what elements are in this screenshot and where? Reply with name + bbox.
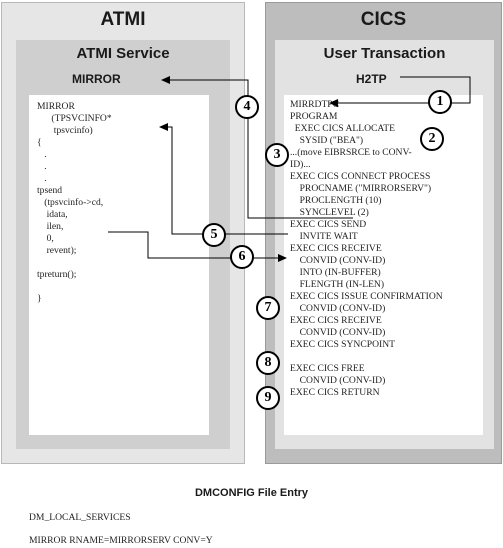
cics-code-line: EXEC CICS ISSUE CONFIRMATION xyxy=(290,291,443,302)
cics-code-line: CONVID (CONV-ID) xyxy=(290,375,386,386)
cics-code-line: MIRRDTPC xyxy=(290,99,340,110)
atmi-code-line: MIRROR xyxy=(37,101,75,112)
atmi-service-title: ATMI Service xyxy=(76,45,170,62)
step-marker-9: 9 xyxy=(256,386,280,410)
cics-code-line: CONVID (CONV-ID) xyxy=(290,255,386,266)
atmi-code-line: idata, xyxy=(37,209,68,220)
cics-code-line: PROCLENGTH (10) xyxy=(290,195,382,206)
step-marker-2: 2 xyxy=(420,127,444,151)
cics-code-line: PROCNAME ("MIRRORSERV") xyxy=(290,183,432,194)
atmi-code-box: MIRROR (TPSVCINFO* tpsvcinfo){ . . .tpse… xyxy=(29,95,209,435)
atmi-code-line: tpsvcinfo) xyxy=(37,125,93,136)
cics-code-line: INVITE WAIT xyxy=(290,231,358,242)
atmi-code-line: . xyxy=(37,149,47,160)
atmi-code-line: ilen, xyxy=(37,221,64,232)
step-marker-5: 5 xyxy=(202,223,226,247)
cics-code-line: EXEC CICS CONNECT PROCESS xyxy=(290,171,431,182)
atmi-code-line: 0, xyxy=(37,233,54,244)
atmi-code-line: . xyxy=(37,173,47,184)
step-marker-7: 7 xyxy=(256,296,280,320)
atmi-code-line: . xyxy=(37,161,47,172)
arrow-step-6 xyxy=(108,231,287,262)
step-marker-8: 8 xyxy=(256,351,280,375)
atmi-code-line: revent); xyxy=(37,245,77,256)
cics-code-line: ...(move EIBRSRCE to CONV- xyxy=(290,147,412,158)
cics-title: CICS xyxy=(360,9,407,30)
atmi-code-line: } xyxy=(37,293,42,304)
transaction-name: H2TP xyxy=(356,72,387,86)
atmi-code-line: (tpsvcinfo->cd, xyxy=(37,197,104,208)
cics-code-line: SYSID ("BEA") xyxy=(290,135,364,146)
step-marker-3: 3 xyxy=(265,143,289,167)
cics-code-line: INTO (IN-BUFFER) xyxy=(290,267,381,278)
cics-code-line: EXEC CICS RETURN xyxy=(290,387,380,398)
atmi-title: ATMI xyxy=(100,9,146,30)
atmi-code-line: tpsend xyxy=(37,185,63,196)
atmi-code-line: tpreturn(); xyxy=(37,269,77,280)
cics-code-line: EXEC CICS ALLOCATE xyxy=(290,123,396,134)
dmconfig-line-1: DM_LOCAL_SERVICES xyxy=(29,512,131,523)
cics-code-line: FLENGTH (IN-LEN) xyxy=(290,279,385,290)
arrow-step-5 xyxy=(159,123,288,235)
step-marker-1: 1 xyxy=(428,90,452,114)
cics-code-line: EXEC CICS RECEIVE xyxy=(290,315,382,326)
cics-code-line: CONVID (CONV-ID) xyxy=(290,327,386,338)
step-marker-6: 6 xyxy=(230,245,254,269)
dmconfig-title: DMCONFIG File Entry xyxy=(194,487,309,499)
cics-code-line: PROGRAM xyxy=(290,111,338,122)
cics-code-line: EXEC CICS SYNCPOINT xyxy=(290,339,396,350)
arrow-step-1 xyxy=(329,76,471,107)
cics-code-line: ID)... xyxy=(290,159,311,170)
cics-code-line: SYNCLEVEL (2) xyxy=(290,207,369,218)
arrow-step-4 xyxy=(161,76,353,219)
atmi-code-listing: MIRROR (TPSVCINFO* tpsvcinfo){ . . .tpse… xyxy=(29,95,209,305)
atmi-code-line: { xyxy=(37,137,42,148)
cics-code-line: EXEC CICS SEND xyxy=(290,219,367,230)
atmi-service-name: MIRROR xyxy=(72,72,121,86)
cics-code-line: EXEC CICS RECEIVE xyxy=(290,243,382,254)
atmi-code-line: (TPSVCINFO* xyxy=(37,113,112,124)
cics-code-line: CONVID (CONV-ID) xyxy=(290,303,386,314)
user-transaction-title: User Transaction xyxy=(323,45,446,62)
cics-code-line: EXEC CICS FREE xyxy=(290,363,365,374)
dmconfig-line-2: MIRROR RNAME=MIRRORSERV CONV=Y xyxy=(29,535,213,546)
step-marker-4: 4 xyxy=(235,95,259,119)
